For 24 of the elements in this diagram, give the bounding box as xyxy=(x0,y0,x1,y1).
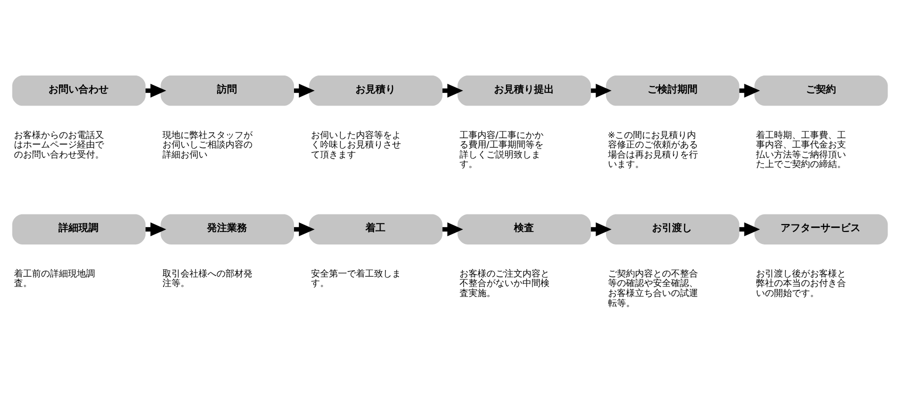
node-label: お客様のご注文内容と不整合がないか中間検査実施。 xyxy=(459,269,550,299)
node-label: お引渡し後がお客様と弊社の本当のお付き合いの開始です。 xyxy=(756,269,846,299)
node-label: ご契約内容との不整合等の確認や安全確認、お客様立ち合いの試運転等。 xyxy=(608,269,698,309)
node-label: お伺いした内容等をよく吟味しお見積りさせて頂きます xyxy=(310,130,401,160)
node-box: 検査 xyxy=(458,214,591,244)
node-box: 発注業務 xyxy=(160,214,294,244)
node-label: 着工時期、工事費、工事内容、工事代金お支払い方法等ご納得頂いた上でご契約の締結。 xyxy=(756,130,846,170)
node-box: 着工 xyxy=(309,214,442,244)
node-label: お客様からのお電話又はホームページ経由でのお問い合わせ受付。 xyxy=(14,130,104,160)
node-label: 取引会社様への部材発注等。 xyxy=(162,269,252,290)
node-box: お問い合わせ xyxy=(12,76,146,106)
node-box: ご契約 xyxy=(754,76,888,106)
node-box: お引渡し xyxy=(606,214,740,244)
node-box: 訪問 xyxy=(160,76,294,106)
node-label: ※この間にお見積り内容修正のご依頼がある場合は再お見積りを行います。 xyxy=(608,130,698,170)
node-box: 詳細現調 xyxy=(12,214,146,244)
node-box: お見積り提出 xyxy=(458,76,591,106)
node-box: お見積り xyxy=(309,76,442,106)
node-label: 安全第一で着工致します。 xyxy=(310,269,401,290)
node-label: 着工前の詳細現地調査。 xyxy=(14,269,95,290)
node-box: アフターサービス xyxy=(754,214,888,244)
node-label: 工事内容/工事にかかる費用/工事期間等を詳しくご説明致します。 xyxy=(459,130,544,170)
node-label: 現地に弊社スタッフがお伺いしご相談内容の詳細お伺い xyxy=(162,130,252,160)
node-box: ご検討期間 xyxy=(606,76,740,106)
